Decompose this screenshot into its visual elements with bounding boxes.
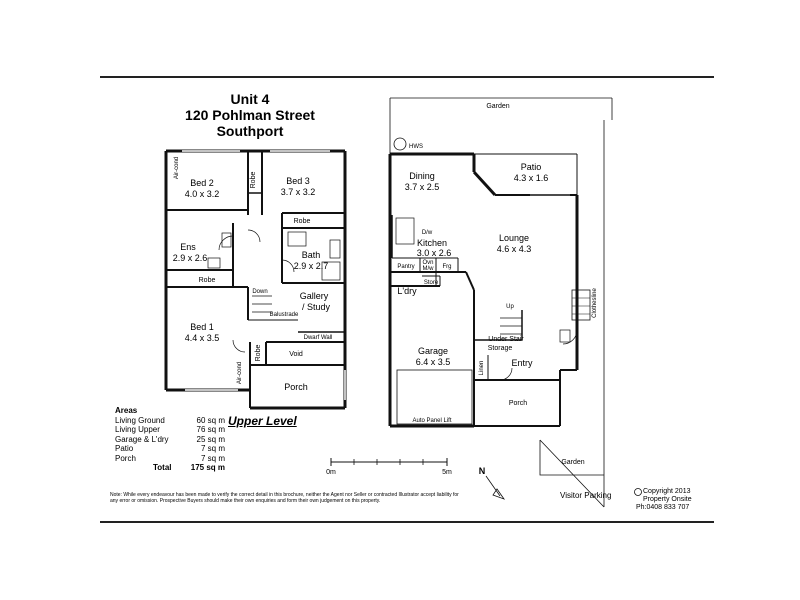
areas-table: Areas Living Ground 60 sq m Living Upper 7… [115,406,225,473]
room-bed2-name: Bed 2 [190,178,214,188]
dwarf-wall-label: Dwarf Wall [304,335,333,341]
room-dining-name: Dining [409,171,435,181]
room-dining-size: 3.7 x 2.5 [405,182,440,192]
balustrade-label: Balustrade [270,312,299,318]
area-value: 76 sq m [196,425,225,434]
under-stair-line2: Storage [488,345,513,352]
room-kitchen-size: 3.0 x 2.6 [417,248,452,258]
room-bed3-name: Bed 3 [286,176,310,186]
area-name: Garage & L'dry [115,434,169,444]
copyright-block: Copyright 2013 Property Onsite Ph:0408 8… [636,488,692,512]
room-patio-name: Patio [521,162,542,172]
title-suburb: Southport [216,123,284,139]
room-bed3-size: 3.7 x 3.2 [281,187,316,197]
area-value: 60 sq m [196,415,225,425]
robe-bed3-label: Robe [294,218,311,225]
hws-label: HWS [409,144,423,150]
compass-north-label: N [479,466,486,476]
room-bath-size: 2.9 x 2.7 [294,261,329,271]
area-value: 25 sq m [196,434,225,444]
room-ens-size: 2.9 x 2.6 [173,253,208,263]
areas-heading: Areas [115,406,138,415]
area-name: Porch [115,453,136,463]
areas-row: Living Ground 60 sq m [115,416,225,426]
microwave-label: M/w [423,266,435,272]
area-total-value: 175 sq m [190,463,225,472]
area-name: Living Upper [115,425,160,434]
copyright-icon [634,488,642,496]
room-bed2-size: 4.0 x 3.2 [185,189,220,199]
room-ens-name: Ens [180,242,196,252]
upper-level-plan [164,149,347,410]
visitor-parking-label: Visitor Parking [560,491,612,500]
compass-arrow [485,475,506,500]
areas-row: Patio 7 sq m [115,444,225,454]
ground-level-labels: Garden HWS Dining 3.7 x 2.5 Patio 4.3 x … [397,103,598,466]
disclaimer-note: Note: While every endeavour has been mad… [110,492,459,504]
pantry-label: Pantry [397,264,414,270]
room-garage-name: Garage [418,346,448,356]
dishwasher-label: D/w [422,230,433,236]
room-bed1-name: Bed 1 [190,322,214,332]
room-gallery-line2: / Study [302,302,331,312]
room-kitchen-name: Kitchen [417,238,447,248]
scale-end-label: 5m [442,469,452,476]
scale-start-label: 0m [326,469,336,476]
store-label: Store [424,280,439,286]
stairs-down-label: Down [252,289,267,295]
area-name: Patio [115,444,134,453]
oven-label: Ovn [422,260,433,266]
room-lounge-size: 4.6 x 4.3 [497,244,532,254]
garden-bottom-label: Garden [561,459,584,466]
clothesline-label: Clothesline [592,287,598,317]
areas-row: Living Upper 76 sq m [115,425,225,435]
room-gallery-line1: Gallery [300,291,329,301]
room-bed1-size: 4.4 x 3.5 [185,333,220,343]
bottom-rule [100,521,714,523]
area-value: 7 sq m [200,444,225,453]
ground-level-plan [388,97,613,508]
under-stair-line1: Under Stair [488,336,524,343]
title-street: 120 Pohlman Street [185,107,315,123]
stairs-up-label: Up [506,304,514,310]
garden-top-label: Garden [486,103,509,110]
auto-panel-lift-label: Auto Panel Lift [412,418,451,424]
entry-label: Entry [511,358,533,368]
robe-bed2-label: Robe [250,172,257,189]
areas-row: Garage & L'dry 25 sq m [115,435,225,445]
aircond-upper-label: Air-cond [174,157,180,179]
copyright-line2: Property Onsite [643,496,692,503]
linen-label: Linen [479,361,485,376]
scale-bar [330,458,448,466]
ground-porch-label: Porch [509,400,527,407]
room-upper-porch: Porch [284,382,308,392]
room-lounge-name: Lounge [499,233,529,243]
copyright-line1: Copyright 2013 [643,488,691,495]
area-name: Living Ground [115,415,165,425]
top-rule [100,76,714,78]
robe-bed1-label: Robe [255,345,262,362]
area-total-label: Total [153,463,172,472]
fridge-label: Frg [443,264,452,270]
void-label: Void [289,351,303,358]
upper-level-labels: Bed 2 4.0 x 3.2 Bed 3 3.7 x 3.2 Robe Rob… [173,157,333,392]
title-unit: Unit 4 [230,91,270,107]
laundry-label: L'dry [397,286,417,296]
room-patio-size: 4.3 x 1.6 [514,173,549,183]
areas-row: Porch 7 sq m [115,454,225,464]
areas-total-row: Total 175 sq m [115,463,225,473]
copyright-line3: Ph:0408 833 707 [636,504,690,511]
robe-ens-label: Robe [199,277,216,284]
area-value: 7 sq m [200,453,225,463]
room-bath-name: Bath [302,250,321,260]
aircond-bed1-label: Air-cond [237,362,243,384]
room-garage-size: 6.4 x 3.5 [416,357,451,367]
upper-level-caption: Upper Level [228,414,297,428]
